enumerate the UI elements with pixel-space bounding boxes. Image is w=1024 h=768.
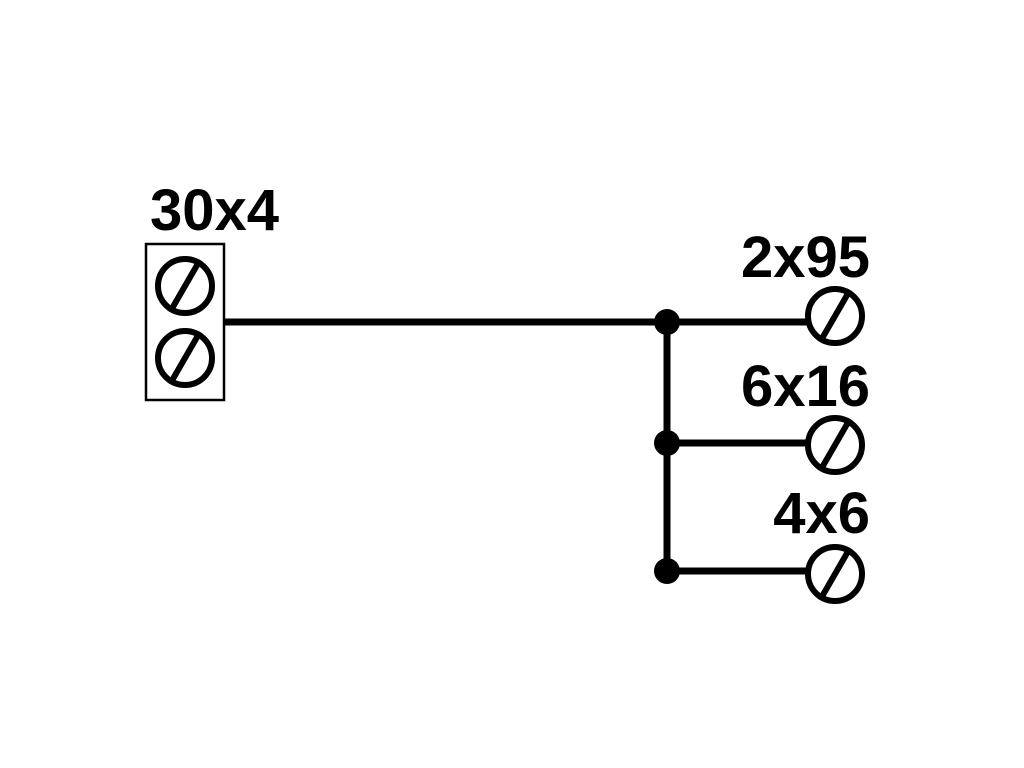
input-terminal-block: 30x4	[144, 178, 279, 402]
output-label: 6x16	[741, 354, 870, 419]
junction-dot	[654, 309, 680, 335]
screw-terminal-icon	[805, 286, 865, 346]
output-label: 4x6	[773, 481, 870, 546]
output-terminal: 4x6	[773, 481, 870, 604]
input-block-label: 30x4	[150, 178, 279, 243]
screw-terminal-icon	[805, 415, 865, 475]
output-terminal: 2x95	[741, 225, 870, 346]
output-terminal: 6x16	[741, 354, 870, 475]
output-label: 2x95	[741, 225, 870, 290]
junction-dot	[654, 558, 680, 584]
junction-dot	[654, 430, 680, 456]
screw-terminal-icon	[155, 256, 215, 316]
screw-terminal-icon	[155, 328, 215, 388]
screw-terminal-icon	[805, 544, 865, 604]
bus-wiring	[224, 309, 833, 584]
